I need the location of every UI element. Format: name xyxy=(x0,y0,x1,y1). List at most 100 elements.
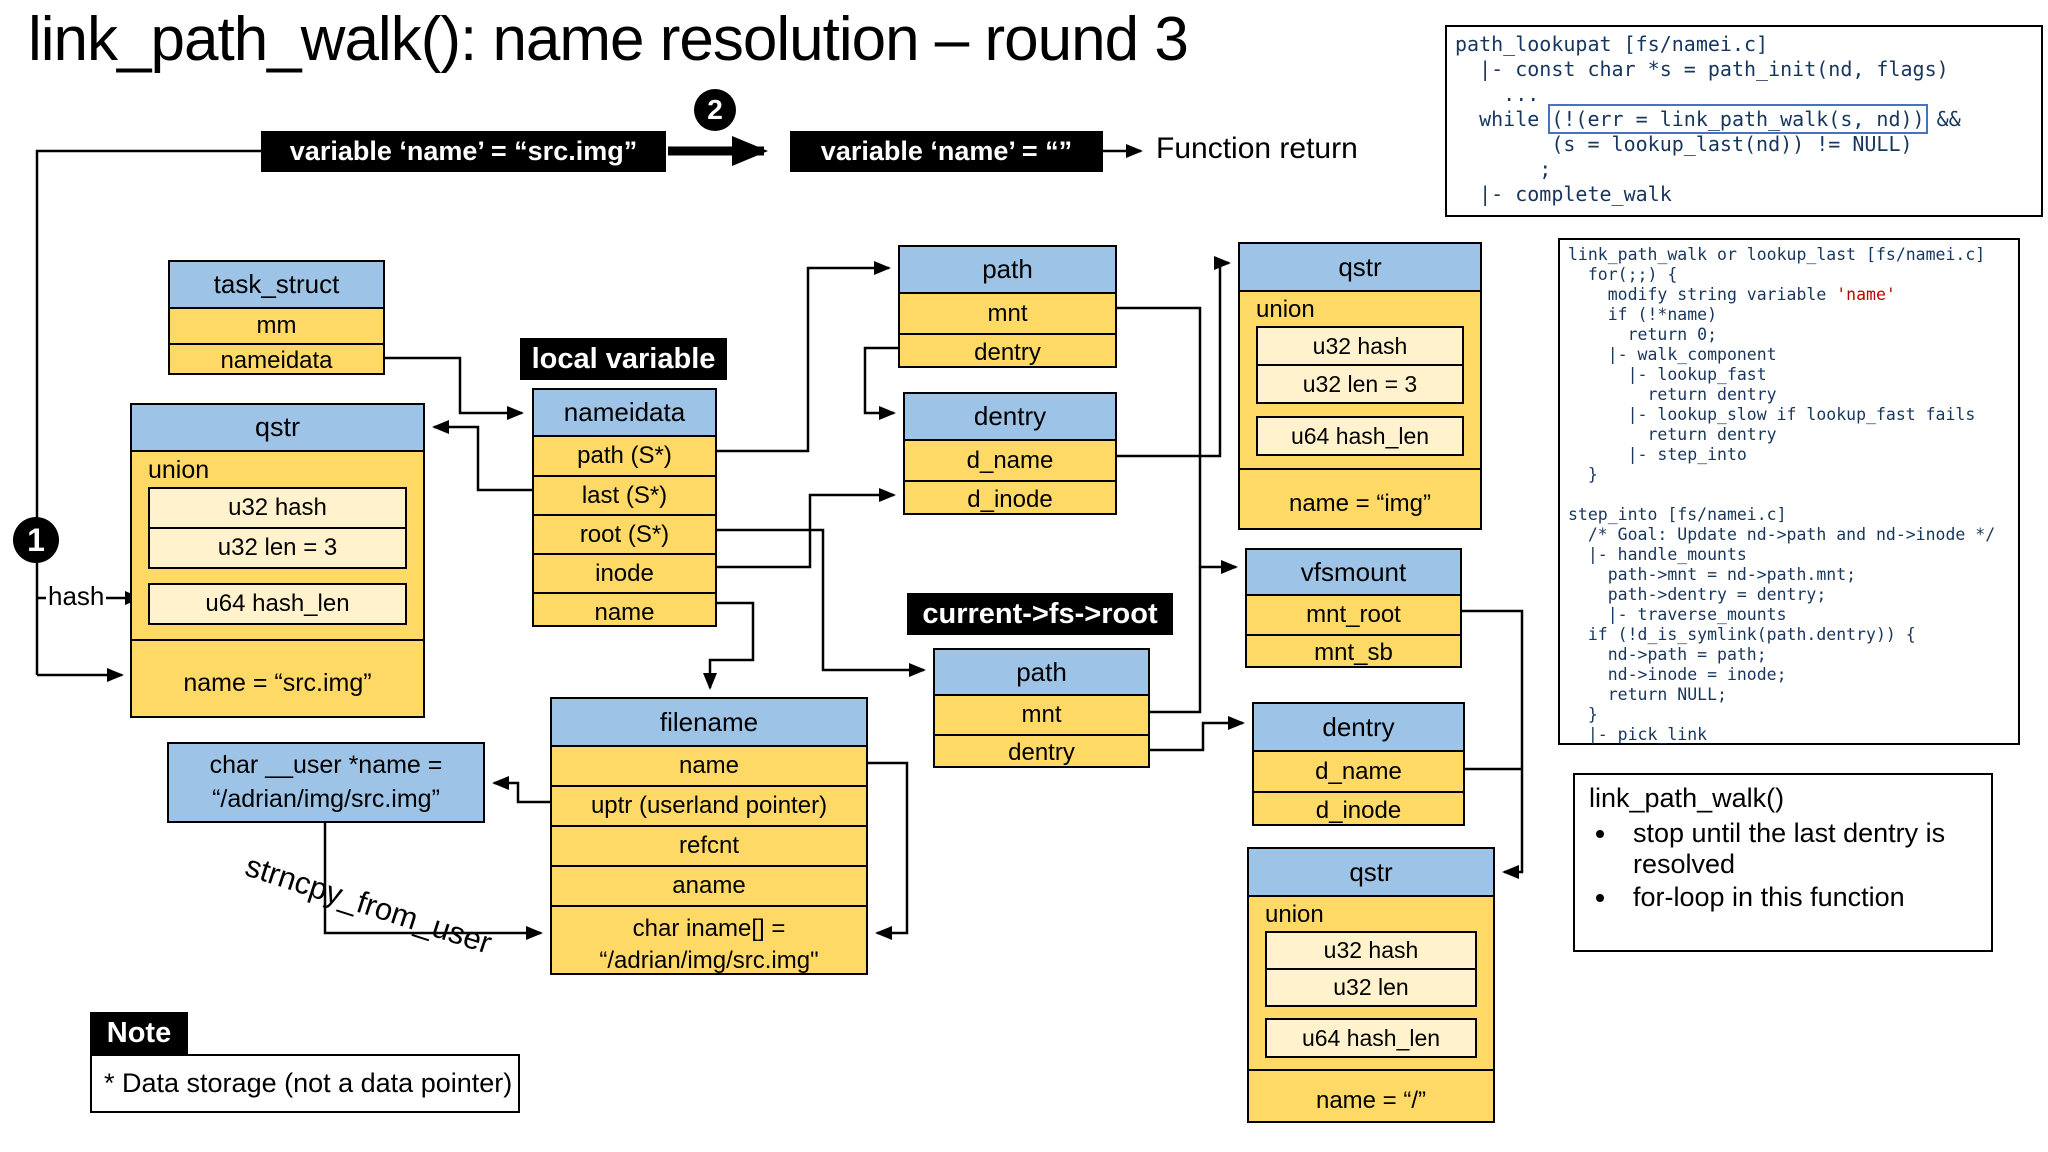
struct-row: d_inode xyxy=(1315,796,1402,824)
struct-row: uptr (userland pointer) xyxy=(552,787,866,827)
code-right-before: link_path_walk or lookup_last [fs/namei.… xyxy=(1568,245,1986,304)
wire-uptr-to-userbuf xyxy=(492,776,550,804)
union-field-len: u32 len xyxy=(1265,968,1477,1007)
page-title: link_path_walk(): name resolution – roun… xyxy=(28,5,1189,74)
wire-name-to-filename xyxy=(703,601,755,690)
wire-root-to-rootpath xyxy=(717,528,926,677)
summary-bullet: stop until the last dentry is resolved xyxy=(1619,818,1977,880)
step-2-badge: 2 xyxy=(694,89,736,131)
userbuf-line1: char __user *name = xyxy=(209,750,443,779)
struct-filename: filename name uptr (userland pointer) re… xyxy=(550,697,868,975)
qstr-name-row: name = “/” xyxy=(1315,1087,1427,1114)
wire-task-to-nameidata xyxy=(385,356,524,420)
note-body: * Data storage (not a data pointer) xyxy=(90,1054,520,1113)
union-field-hash: u32 hash xyxy=(1265,931,1477,970)
struct-row: dentry xyxy=(974,338,1041,366)
summary-title: link_path_walk() xyxy=(1589,783,1785,813)
function-return-label: Function return xyxy=(1156,132,1358,165)
struct-row: aname xyxy=(552,867,866,907)
code-link-path-walk: link_path_walk or lookup_last [fs/namei.… xyxy=(1558,238,2020,745)
struct-row: d_name xyxy=(905,441,1115,482)
struct-row: mm xyxy=(170,309,383,345)
wire-name-to-iname xyxy=(868,761,909,940)
struct-header: filename xyxy=(552,699,866,747)
struct-row: last (S*) xyxy=(534,477,715,516)
struct-row: nameidata xyxy=(220,347,333,374)
wire-dname-to-qstr-img xyxy=(1117,256,1231,458)
struct-row: d_inode xyxy=(967,485,1053,513)
wire-to-qstr-root xyxy=(1462,609,1524,879)
struct-row: name xyxy=(594,598,655,626)
iname-line2: “/adrian/img/src.img" xyxy=(599,947,819,974)
struct-vfsmount: vfsmount mnt_root mnt_sb xyxy=(1245,548,1462,668)
struct-path-top: path mnt dentry xyxy=(898,245,1117,368)
struct-dentry-mid: dentry d_name d_inode xyxy=(903,392,1117,515)
struct-row: name xyxy=(552,747,866,787)
summary-box: link_path_walk() stop until the last den… xyxy=(1573,773,1993,952)
struct-row-iname: char iname[] = “/adrian/img/src.img" xyxy=(552,907,866,983)
userland-name-buffer: char __user *name = “/adrian/img/src.img… xyxy=(167,742,485,823)
struct-row: root (S*) xyxy=(534,516,715,555)
wire-last-to-qstr xyxy=(432,420,532,492)
struct-dentry-right: dentry d_name d_inode xyxy=(1252,702,1465,826)
struct-header: task_struct xyxy=(170,262,383,309)
struct-row: mnt xyxy=(935,696,1148,736)
union-field-hash: u32 hash xyxy=(148,487,407,529)
union-field-hashlen: u64 hash_len xyxy=(1265,1018,1477,1058)
code-right-after: if (!*name) return 0; |- walk_component … xyxy=(1568,305,1996,744)
qstr-name-row: name = “img” xyxy=(1288,490,1432,517)
struct-row: mnt_root xyxy=(1247,596,1460,636)
wire-pathdentry-to-dentry xyxy=(863,346,898,420)
var-name-after-label: variable ‘name’ = “” xyxy=(790,131,1103,172)
struct-row: mnt xyxy=(900,294,1115,335)
code-path-lookupat: path_lookupat [fs/namei.c] |- const char… xyxy=(1445,25,2043,217)
struct-header: qstr xyxy=(1249,849,1493,897)
struct-row: dentry xyxy=(1008,739,1075,766)
struct-qstr-root: qstr union u32 hash u32 len u64 hash_len… xyxy=(1247,847,1495,1123)
struct-row: inode xyxy=(534,555,715,594)
struct-header: nameidata xyxy=(534,390,715,437)
struct-row: d_name xyxy=(1254,752,1463,793)
union-field-len: u32 len = 3 xyxy=(1256,364,1464,404)
summary-bullet: for-loop in this function xyxy=(1619,882,1977,913)
struct-header: dentry xyxy=(1254,704,1463,752)
wire-strncpy xyxy=(323,823,543,940)
local-variable-label: local variable xyxy=(520,338,727,380)
struct-header: qstr xyxy=(1240,244,1480,292)
iname-line1: char iname[] = xyxy=(632,914,786,942)
union-field-hashlen: u64 hash_len xyxy=(148,583,407,625)
userbuf-line2: “/adrian/img/src.img” xyxy=(212,784,440,813)
union-field-hashlen: u64 hash_len xyxy=(1256,416,1464,456)
union-label: union xyxy=(1256,296,1315,323)
union-label: union xyxy=(148,456,210,484)
wire-rootmnt-join xyxy=(1150,567,1202,714)
var-name-before-label: variable ‘name’ = “src.img” xyxy=(261,131,666,172)
code-top-highlight: (!(err = link_path_walk(s, nd)) xyxy=(1548,104,1928,134)
struct-path-root: path mnt dentry xyxy=(933,648,1150,768)
union-label: union xyxy=(1265,901,1324,928)
note-title: Note xyxy=(90,1012,188,1054)
code-top-before: path_lookupat [fs/namei.c] |- const char… xyxy=(1455,32,1949,131)
struct-nameidata: nameidata path (S*) last (S*) root (S*) … xyxy=(532,388,717,627)
union-field-hash: u32 hash xyxy=(1256,326,1464,366)
code-top-after: && (s = lookup_last(nd)) != NULL) ; |- c… xyxy=(1479,107,1961,206)
union-field-len: u32 len = 3 xyxy=(148,527,407,569)
code-right-name: 'name' xyxy=(1836,285,1896,304)
struct-row: mnt_sb xyxy=(1314,639,1393,666)
struct-qstr-srcimg: qstr union u32 hash u32 len = 3 u64 hash… xyxy=(130,403,425,718)
wire-name-trunk xyxy=(35,149,261,675)
struct-header: vfsmount xyxy=(1247,550,1460,596)
struct-row: refcnt xyxy=(552,827,866,867)
qstr-name-row: name = “src.img” xyxy=(183,668,372,697)
wire-rootdentry-to-dentry xyxy=(1150,716,1245,752)
current-fs-root-label: current->fs->root xyxy=(907,593,1173,635)
struct-task-struct: task_struct mm nameidata xyxy=(168,260,385,375)
struct-header: qstr xyxy=(132,405,423,452)
step-1-badge: 1 xyxy=(13,517,59,563)
struct-qstr-img: qstr union u32 hash u32 len = 3 u64 hash… xyxy=(1238,242,1482,530)
struct-header: path xyxy=(935,650,1148,696)
hash-edge-label: hash xyxy=(46,581,107,612)
struct-row: path (S*) xyxy=(534,437,715,477)
